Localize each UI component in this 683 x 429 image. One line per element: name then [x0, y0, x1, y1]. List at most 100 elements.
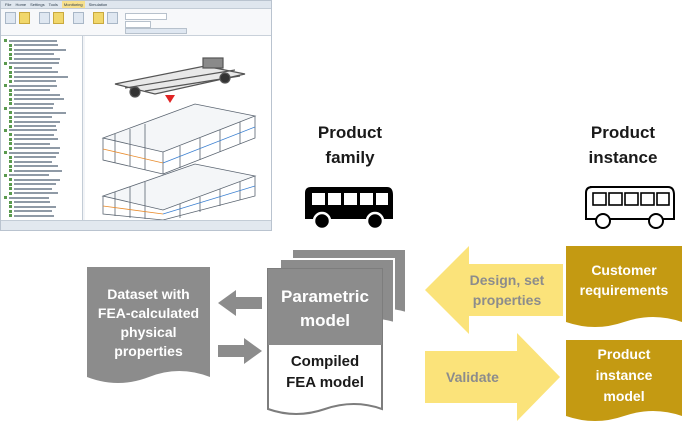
tree-node-icon	[9, 115, 12, 119]
tree-row[interactable]	[4, 196, 82, 200]
tree-node-text	[9, 151, 59, 154]
tree-row[interactable]	[4, 97, 82, 101]
tree-row[interactable]	[4, 66, 82, 70]
ribbon-dropdown[interactable]	[125, 13, 167, 20]
tree-row[interactable]	[4, 124, 82, 128]
ribbon-button[interactable]	[53, 12, 64, 24]
tree-row[interactable]	[4, 164, 82, 169]
tree-node-icon	[9, 70, 12, 74]
tree-node-icon	[9, 111, 12, 115]
menu-home[interactable]: Home	[15, 2, 27, 7]
3d-viewport[interactable]	[85, 36, 271, 221]
tree-row[interactable]	[4, 115, 82, 119]
tree-node-text	[9, 39, 57, 42]
tree-row[interactable]	[4, 214, 82, 218]
tree-row[interactable]	[4, 43, 82, 47]
ribbon-button[interactable]	[93, 12, 104, 24]
tree-node-icon	[9, 178, 12, 182]
tree-row[interactable]	[4, 111, 82, 115]
tree-node-text	[14, 165, 58, 168]
tree-node-icon	[9, 124, 12, 128]
tree-row[interactable]	[4, 120, 82, 124]
ribbon-button[interactable]	[19, 12, 30, 24]
tree-row[interactable]	[4, 133, 82, 137]
tree-node-icon	[9, 191, 12, 195]
bus-outline-icon	[585, 186, 675, 229]
tree-node-text	[14, 125, 56, 127]
tree-row[interactable]	[4, 39, 82, 43]
tree-node-icon	[4, 151, 7, 155]
tree-node-icon	[9, 209, 12, 213]
ribbon-button[interactable]	[39, 12, 50, 24]
right-arrow-icon	[218, 338, 262, 364]
tree-row[interactable]	[4, 187, 82, 191]
tree-row[interactable]	[4, 209, 82, 213]
tree-row[interactable]	[4, 182, 82, 187]
tree-row[interactable]	[4, 106, 82, 110]
tree-node-icon	[4, 84, 7, 88]
tree-row[interactable]	[4, 57, 82, 61]
tree-node-icon	[9, 137, 12, 141]
tree-row[interactable]	[4, 151, 82, 155]
tree-row[interactable]	[4, 52, 82, 56]
tree-row[interactable]	[4, 75, 82, 79]
exchange-arrows	[218, 290, 262, 364]
tree-node-icon	[9, 79, 12, 83]
ribbon-button[interactable]	[107, 12, 118, 24]
tree-node-text	[14, 156, 56, 159]
tree-node-icon	[4, 39, 7, 43]
tree-row[interactable]	[4, 169, 82, 173]
tree-row[interactable]	[4, 146, 82, 151]
menu-tools[interactable]: Tools	[48, 2, 58, 7]
tree-row[interactable]	[4, 93, 82, 97]
ribbon-toolbar	[1, 9, 271, 36]
tree-row[interactable]	[4, 61, 82, 65]
tree-node-icon	[9, 182, 12, 186]
menu-file[interactable]: File	[5, 2, 12, 7]
tree-node-text	[14, 142, 50, 145]
tree-node-text	[14, 201, 50, 204]
menu-simulation[interactable]: Simulation	[88, 2, 108, 7]
tree-row[interactable]	[4, 142, 82, 146]
tree-row[interactable]	[4, 79, 82, 83]
tree-row[interactable]	[4, 48, 82, 52]
tree-node-icon	[9, 43, 12, 47]
tree-node-icon	[9, 97, 12, 101]
menu-monitoring[interactable]: Monitoring	[61, 1, 85, 8]
tree-row[interactable]	[4, 102, 82, 106]
tree-row[interactable]	[4, 88, 82, 92]
product-instance-model-label: Product instance model	[595, 346, 653, 404]
tree-node-icon	[9, 160, 12, 164]
tree-node-text	[14, 44, 58, 47]
ribbon-button[interactable]	[73, 12, 84, 24]
tree-row[interactable]	[4, 84, 82, 88]
menu-settings[interactable]: Settings	[30, 2, 45, 7]
tree-node-icon	[9, 155, 12, 159]
tree-row[interactable]	[4, 191, 82, 195]
tree-row[interactable]	[4, 128, 82, 133]
ribbon-button[interactable]	[5, 12, 16, 24]
ribbon-field[interactable]	[125, 21, 151, 28]
tree-row[interactable]	[4, 70, 82, 74]
tree-node-text	[14, 192, 58, 195]
compiled-fea-model-label: Compiled FEA model	[286, 353, 364, 391]
tree-row[interactable]	[4, 200, 82, 204]
tree-row[interactable]	[4, 173, 82, 178]
tree-node-text	[14, 178, 60, 181]
bus-frame-render	[101, 57, 257, 221]
tree-row[interactable]	[4, 160, 82, 164]
ribbon-field[interactable]	[125, 28, 187, 34]
product-family-heading: Product family	[317, 123, 383, 167]
design-arrow-label: Design, set properties	[469, 272, 545, 308]
model-tree-panel[interactable]	[1, 36, 83, 220]
tree-row[interactable]	[4, 137, 82, 142]
tree-node-icon	[9, 169, 12, 173]
chassis-render	[114, 57, 246, 98]
tree-row[interactable]	[4, 205, 82, 209]
tree-row[interactable]	[4, 155, 82, 160]
tree-node-icon	[9, 102, 12, 106]
tree-row[interactable]	[4, 178, 82, 182]
tree-node-text	[9, 62, 59, 65]
tree-node-text	[14, 57, 60, 60]
tree-node-text	[9, 107, 53, 110]
